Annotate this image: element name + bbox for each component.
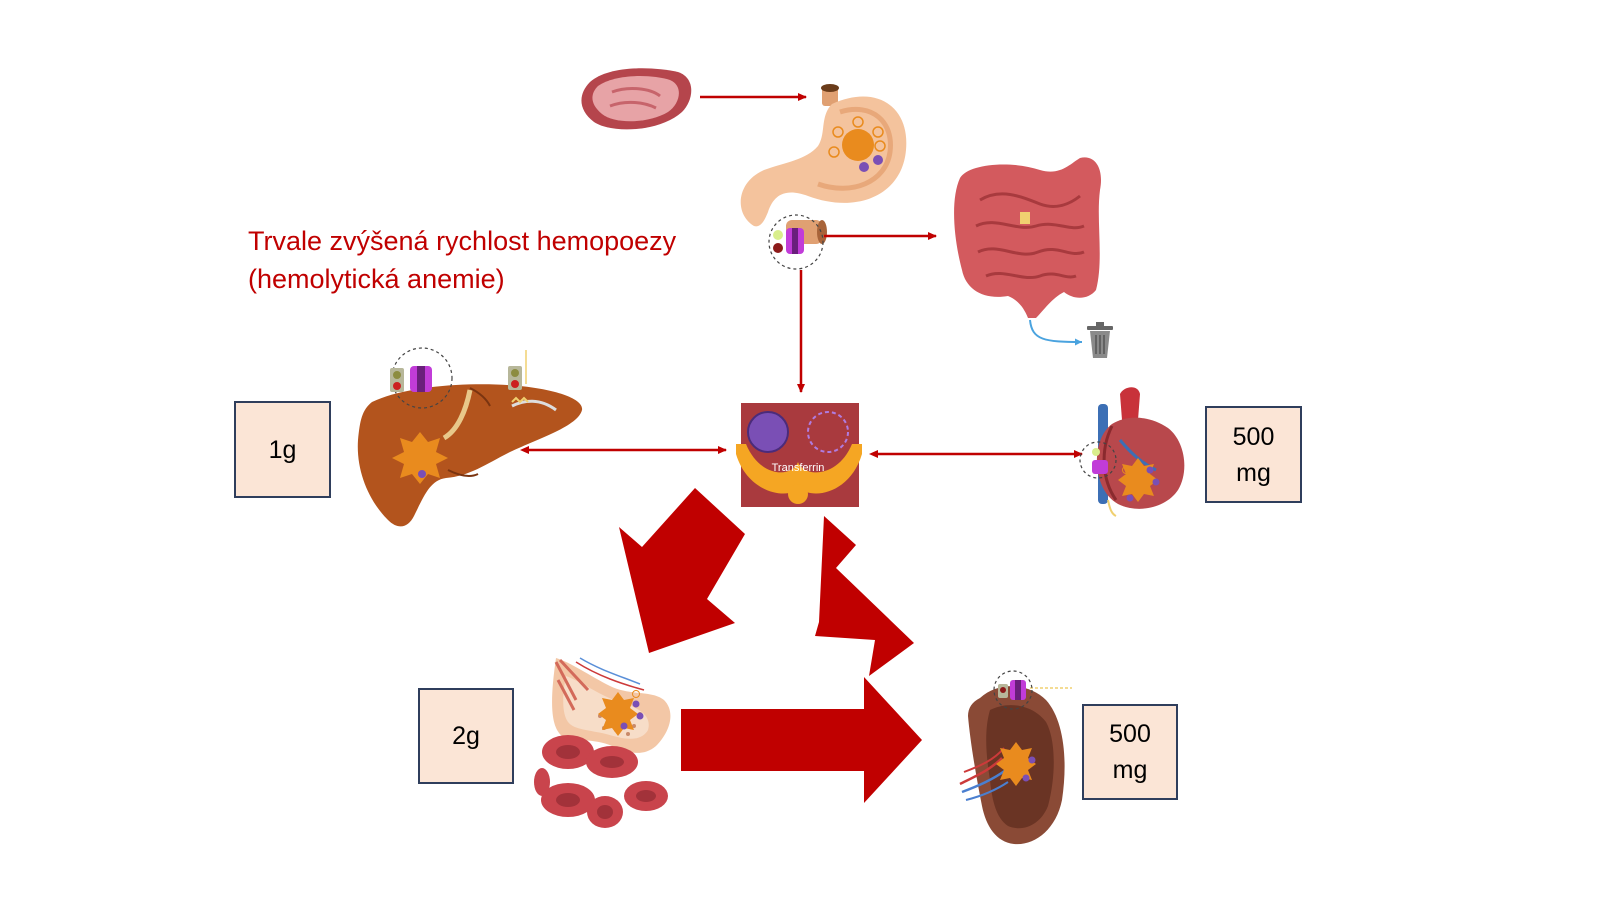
heart-icon: [1079, 387, 1185, 517]
ferroportin-icon: [1092, 448, 1108, 474]
marrow-amount-box: 2g: [418, 688, 514, 784]
iron-store-icon: [598, 690, 644, 736]
caption-line-2: (hemolytická anemie): [248, 264, 505, 294]
caption-line-1: Trvale zvýšená rychlost hemopoezy: [248, 226, 677, 256]
thin-flow-arrows: [520, 93, 1083, 458]
big-arrow-pool-to-marrow: [619, 488, 745, 653]
heart-amount-label: 500 mg: [1232, 422, 1275, 487]
spleen-icon: [959, 670, 1072, 845]
bone-marrow-icon: [552, 657, 671, 753]
intestine-icon: [954, 157, 1102, 318]
trash-icon: [1087, 322, 1113, 358]
liver-amount-label: 1g: [268, 435, 297, 464]
marrow-amount-label: 2g: [452, 722, 480, 750]
big-arrow-spleen-to-pool: [815, 516, 914, 676]
iron-free-slot-icon: [807, 411, 849, 453]
heart-amount-box: 500 mg: [1205, 406, 1302, 503]
spleen-amount-box: 500 mg: [1082, 704, 1178, 800]
ferroportin-icon: [390, 366, 522, 392]
iron-store-icon: [828, 116, 886, 172]
iron-store-icon: [392, 432, 448, 484]
iron-bound-icon: [747, 411, 789, 453]
big-arrow-marrow-to-spleen: [681, 677, 922, 803]
hemopoiesis-caption: Trvale zvýšená rychlost hemopoezy (hemol…: [248, 222, 676, 298]
red-blood-cell-icon: [534, 735, 668, 828]
iron-store-icon: [1118, 458, 1160, 502]
ferroportin-icon: [998, 680, 1026, 700]
transferrin-pool: Transferrin: [736, 403, 862, 507]
liver-icon: [357, 347, 583, 527]
spleen-amount-label: 500 mg: [1109, 720, 1151, 784]
transferrin-label: Transferrin: [772, 462, 825, 474]
liver-amount-box: 1g: [234, 401, 331, 498]
iron-store-icon: [996, 742, 1036, 786]
stomach-icon: [740, 84, 907, 270]
ferroportin-icon: [773, 228, 804, 254]
meat-icon: [581, 68, 692, 130]
big-flow-arrows: [619, 488, 922, 803]
